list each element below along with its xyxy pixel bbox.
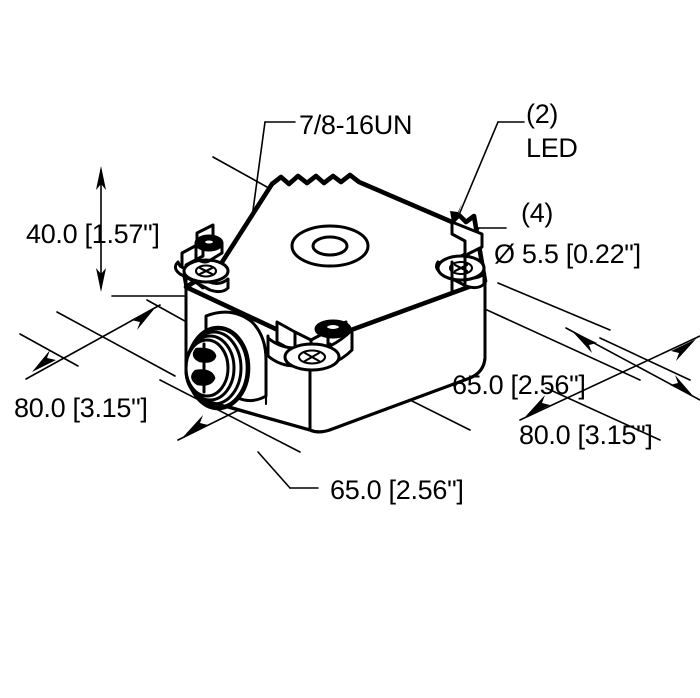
arrow-width-right-lower [525, 395, 550, 417]
label-thread: 7/8-16UN [299, 110, 412, 140]
led-indicator-lens [324, 322, 342, 332]
flange-left-pin-side [194, 241, 224, 264]
ext-line-right-c [599, 337, 691, 381]
body-bottom-left-edge [184, 370, 312, 432]
dim-label-depth-right: 65.0 [2.56"] [452, 370, 586, 400]
flange-left-pin-bore [202, 238, 216, 246]
label-led-count: (2) [526, 99, 558, 129]
dim-label-width-left: 80.0 [3.15"] [14, 393, 148, 423]
sensor-body [173, 172, 488, 434]
screw-cross-front [303, 351, 321, 363]
flange-right-rib [450, 254, 467, 292]
flange-left-plate [173, 260, 230, 294]
screw-cross-left [198, 266, 214, 276]
dim-label-depth-bottom: 65.0 [2.56"] [330, 475, 464, 505]
body-bottom-right-edge [308, 356, 487, 434]
arrow-width-left-lower [32, 350, 56, 372]
arrow-depth-right-lower [670, 375, 694, 397]
mounting-flange-right [435, 220, 486, 292]
ext-line-left-b [56, 311, 176, 377]
arrow-width-right-upper [671, 339, 696, 361]
dim-label-width-right: 80.0 [3.15"] [519, 420, 653, 450]
arrow-height-up [96, 166, 106, 190]
arrow-height-down [96, 268, 106, 292]
arrow-width-left-upper [131, 308, 155, 330]
ext-line-right-d [545, 387, 661, 441]
ext-line-bottom-a [159, 379, 301, 453]
label-hole-diameter: Ø 5.5 [0.22"] [494, 239, 641, 269]
mounting-flange-left [173, 223, 230, 294]
dim-line-width-right [519, 335, 700, 421]
ext-line-right-a [497, 282, 611, 331]
connector-assembly [184, 310, 268, 411]
ext-line-right-b [486, 309, 641, 381]
sensing-face-inner-ring [311, 235, 349, 257]
dimension-lines [19, 121, 700, 489]
dimension-arrowheads [32, 166, 696, 437]
dim-label-height: 40.0 [1.57"] [26, 219, 160, 249]
label-led: LED [526, 133, 578, 163]
ext-line-left-a [19, 333, 79, 367]
arrow-depth-right-upper [572, 331, 597, 353]
led-terminal-block [266, 319, 354, 372]
leader-led-slant [455, 121, 499, 223]
leader-bottom-slant [257, 451, 291, 489]
arrow-depth-bottom-left [183, 415, 208, 437]
label-hole-count: (4) [521, 198, 553, 228]
